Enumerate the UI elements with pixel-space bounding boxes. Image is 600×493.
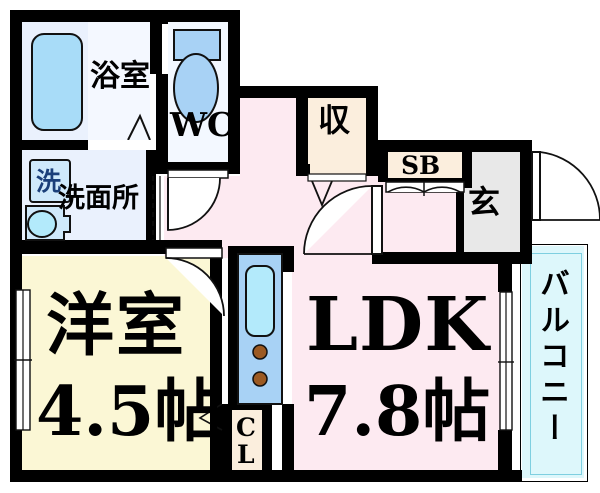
wall-kitchen-counter-frame — [228, 246, 294, 254]
label-western-size: 4.5帖 — [36, 372, 223, 452]
label-washer-mark: 洗 — [36, 167, 62, 196]
western-door-swing — [165, 257, 225, 317]
wall-ldk-left-upper — [282, 252, 294, 272]
room-closet-n-fill — [306, 96, 368, 174]
wall-wc-right — [228, 10, 240, 174]
wall-cl-left — [222, 404, 232, 472]
entrance-door-leaf — [531, 151, 541, 221]
room-cl-fill — [231, 408, 263, 471]
wall-closet-n-bottom — [296, 164, 310, 176]
label-bath: 浴室 — [90, 59, 150, 94]
wall-bath-washroom — [22, 140, 150, 150]
wall-top-left — [10, 10, 240, 22]
wall-entrance-left — [456, 182, 464, 260]
wall-cl-top — [222, 404, 272, 410]
shoebox-door-left — [387, 186, 425, 193]
label-balcony: バルコニー — [534, 268, 569, 448]
wall-closet-n-left — [296, 86, 308, 174]
wall-closet-n-top — [296, 86, 378, 98]
wc-door-sill — [167, 169, 229, 179]
label-cl-bottom: L — [237, 440, 255, 469]
balcony-fill — [522, 246, 584, 478]
label-wc: WC — [170, 105, 234, 144]
stove-burner-1 — [252, 344, 268, 360]
western-door-sill — [165, 247, 223, 259]
wall-hall-top — [240, 86, 310, 98]
wall-sb-under — [386, 178, 464, 184]
ldk-hall-door-swing — [303, 185, 373, 255]
label-shoebox: SB — [401, 151, 441, 180]
bathtub — [31, 33, 83, 131]
kitchen-sink — [245, 265, 275, 337]
shoebox-door-right — [423, 186, 461, 193]
balcony-outer-outline — [520, 244, 588, 482]
bath-door-mark — [127, 113, 151, 141]
wall-wc-top-cap — [156, 10, 168, 24]
room-shoebox-fill — [386, 152, 464, 182]
label-ldk-size: 7.8帖 — [304, 372, 491, 452]
ldk-fill — [292, 246, 500, 471]
wall-kitchen-left — [228, 252, 238, 408]
room-western-fill — [22, 256, 222, 471]
wall-ldk-right-bottom — [498, 430, 512, 482]
entrance-door-swing — [539, 151, 600, 220]
washing-machine — [29, 159, 71, 203]
cl-fold-mark — [198, 403, 223, 431]
wall-ldk-left-lower — [282, 404, 294, 472]
closet-n-sill — [307, 173, 367, 182]
label-cl-top: C — [236, 413, 256, 442]
wall-sb-left — [378, 140, 388, 182]
wall-entrance-right — [520, 140, 532, 260]
wall-sb-right — [462, 152, 472, 188]
wall-entrance-bottom — [372, 252, 532, 264]
wall-wet-hall — [150, 10, 162, 74]
label-entrance: 玄 — [468, 183, 501, 221]
ldk-hall-door-jamb — [371, 185, 383, 255]
vanity-basin — [27, 210, 57, 238]
wall-cl-right — [262, 404, 272, 472]
wall-wc-left — [156, 74, 168, 174]
bath-alcove — [88, 22, 150, 140]
wc-door-swing — [167, 177, 221, 231]
label-ldk-name: LDK — [306, 282, 490, 368]
label-closet-north: 収 — [318, 101, 351, 139]
wall-bottom-outer — [10, 470, 522, 482]
label-western-name: 洋室 — [46, 286, 187, 366]
wall-washroom-right — [146, 150, 156, 246]
closet-n-fold-mark — [311, 180, 333, 208]
label-washroom: 洗面所 — [58, 183, 139, 214]
balcony-inner-outline — [530, 253, 582, 475]
toilet-bowl — [173, 53, 219, 123]
wall-upper-right-run — [366, 140, 532, 152]
wall-ldk-right-top — [498, 252, 512, 292]
wall-closet-n-right — [366, 86, 378, 176]
bath-door-sill — [88, 140, 150, 150]
stove-burner-2 — [252, 371, 268, 387]
